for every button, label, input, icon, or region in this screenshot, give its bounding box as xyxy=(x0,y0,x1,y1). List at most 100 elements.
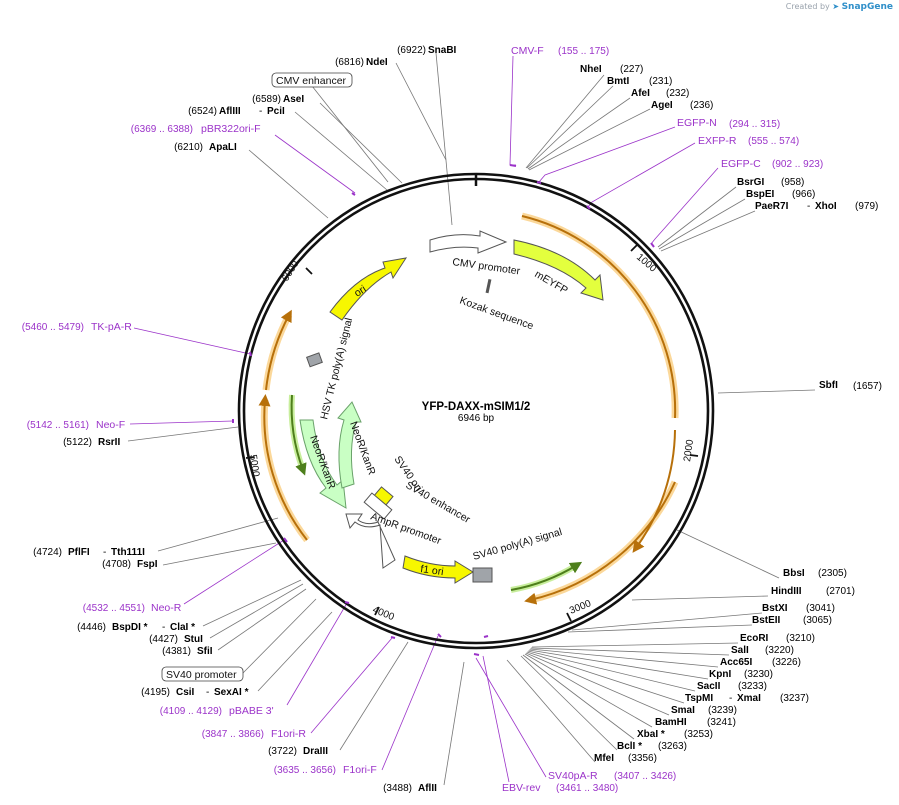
site-bbsi-pos: (2305) xyxy=(818,568,847,579)
site-apali-pos: (6210) xyxy=(174,142,203,153)
kozak-marker xyxy=(485,278,492,294)
site-sali: SalI xyxy=(731,645,749,656)
leader-asei xyxy=(319,102,403,184)
primer-egfp-n: EGFP-N xyxy=(677,117,717,129)
primer-f1ori-r: F1ori-R xyxy=(271,728,306,740)
site-bstxi: BstXI xyxy=(762,603,788,614)
leader-kpni xyxy=(528,649,709,680)
site-sacii: SacII xyxy=(697,681,721,692)
leader-cmv-enhancer xyxy=(311,85,389,183)
site-afei-pos: (232) xyxy=(666,88,689,99)
primer-pbabe-range: (4109 .. 4129) xyxy=(160,706,222,717)
primer-ebv-rev-range: (3461 .. 3480) xyxy=(556,783,618,794)
credit-brand[interactable]: SnapGene xyxy=(841,2,893,12)
site-stui: StuI xyxy=(184,634,203,645)
green-tracks xyxy=(288,394,583,593)
site-mfei-pos: (3356) xyxy=(628,753,657,764)
site-hindiii-pos: (2701) xyxy=(826,586,855,597)
site-bamhi-pos: (3241) xyxy=(707,717,736,728)
site-aflii: AflII xyxy=(418,783,437,794)
site-fspi-pos: (4708) xyxy=(102,559,131,570)
snapgene-logo-icon: ➤ xyxy=(832,2,840,11)
site-apali: ApaLI xyxy=(209,142,237,153)
leader-rsrii xyxy=(127,426,239,442)
plasmid-title: YFP-DAXX-mSIM1/2 6946 bp xyxy=(422,401,531,424)
leader-sfii xyxy=(217,588,307,651)
primer-exfp-r: EXFP-R xyxy=(698,135,737,147)
site-afliii: AflIII xyxy=(219,106,241,117)
leader-sacii xyxy=(527,650,696,692)
site-agei-pos: (236) xyxy=(690,100,713,111)
site-bstxi-pos: (3041) xyxy=(806,603,835,614)
site-tspmi: TspMI xyxy=(685,693,713,704)
site-bmti: BmtI xyxy=(607,76,629,87)
site-tth111i: Tth111I xyxy=(111,547,145,558)
site-bmti-pos: (231) xyxy=(649,76,672,87)
site-asei: AseI xyxy=(283,94,304,105)
leader-bsteii xyxy=(567,624,753,633)
site-bcli-pos: (3263) xyxy=(658,741,687,752)
leader-f1ori-f xyxy=(381,635,439,771)
site-xmai: XmaI xyxy=(737,693,761,704)
site-stui-pos: (4427) xyxy=(149,634,178,645)
label-sv40-promoter: SV40 promoter xyxy=(166,669,237,681)
leader-bspei xyxy=(658,198,746,250)
site-bsteii-pos: (3065) xyxy=(803,615,832,626)
site-afei: AfeI xyxy=(631,88,650,99)
leader-cmv-f xyxy=(509,55,516,166)
site-aflii-pos: (3488) xyxy=(383,783,412,794)
neor-kanr-arrow-inner xyxy=(337,401,362,489)
site-afliii-pos: (6524) xyxy=(188,106,217,117)
leader-clai xyxy=(202,579,302,627)
plasmid-size: 6946 bp xyxy=(458,413,495,424)
leader-pbabe xyxy=(286,602,348,706)
site-bcli: BclI * xyxy=(617,741,642,752)
site-xbai: XbaI * xyxy=(637,729,665,740)
svg-text:-: - xyxy=(206,687,209,698)
primer-egfp-c-range: (902 .. 923) xyxy=(772,159,823,170)
primer-neo-f: Neo-F xyxy=(96,419,125,431)
leader-smai xyxy=(525,652,670,716)
site-sacii-pos: (3233) xyxy=(738,681,767,692)
svg-text:-: - xyxy=(259,106,262,117)
neor-kanr-arrow-outer xyxy=(299,419,347,509)
site-csii: CsiI xyxy=(176,687,195,698)
leader-egfp-c xyxy=(650,167,719,245)
leader-xhoi xyxy=(660,210,756,252)
sv40-enhancer-box xyxy=(363,492,393,520)
f1-ori-arrow xyxy=(402,555,474,584)
primer-egfp-n-range: (294 .. 315) xyxy=(729,119,780,130)
site-asei-pos: (6589) xyxy=(252,94,281,105)
primer-f1ori-f-range: (3635 .. 3656) xyxy=(274,765,336,776)
primer-f1ori-r-range: (3847 .. 3866) xyxy=(202,729,264,740)
leader-egfp-n xyxy=(538,126,676,183)
site-bspei: BspEI xyxy=(746,189,775,200)
leader-fspi xyxy=(162,542,277,566)
label-sv40-polya: SV40 poly(A) signal xyxy=(472,526,564,563)
leader-afliii xyxy=(294,111,388,191)
plasmid-name: YFP-DAXX-mSIM1/2 xyxy=(422,401,531,413)
primer-egfp-c: EGFP-C xyxy=(721,158,761,170)
hsv-tk-polya-box xyxy=(306,352,323,368)
primer-pbr322: pBR322ori-F xyxy=(201,123,261,135)
site-smai: SmaI xyxy=(671,705,695,716)
boxed-feature-labels: CMV enhancer SV40 promoter xyxy=(161,72,353,682)
leader-acc65i xyxy=(529,648,719,668)
leader-draiii xyxy=(339,641,409,751)
leader-neo-r xyxy=(183,539,285,605)
site-pflfi-pos: (4724) xyxy=(33,547,62,558)
primer-cmv-f: CMV-F xyxy=(511,45,544,57)
site-kpni-pos: (3230) xyxy=(744,669,773,680)
primer-pbr322-range: (6369 .. 6388) xyxy=(131,124,193,135)
site-draiii-pos: (3722) xyxy=(268,746,297,757)
leader-sbfi xyxy=(717,389,816,394)
leader-f1ori-r xyxy=(310,637,393,734)
primer-labels: CMV-F (155 .. 175) EGFP-N (294 .. 315) E… xyxy=(22,45,823,794)
tick-5000: 5000 xyxy=(247,454,261,478)
site-xmai-pos: (3237) xyxy=(780,693,809,704)
feature-arrows xyxy=(299,230,604,584)
plasmid-backbone xyxy=(237,172,715,650)
site-acc65i: Acc65I xyxy=(720,657,752,668)
site-draiii: DraIII xyxy=(303,746,328,757)
